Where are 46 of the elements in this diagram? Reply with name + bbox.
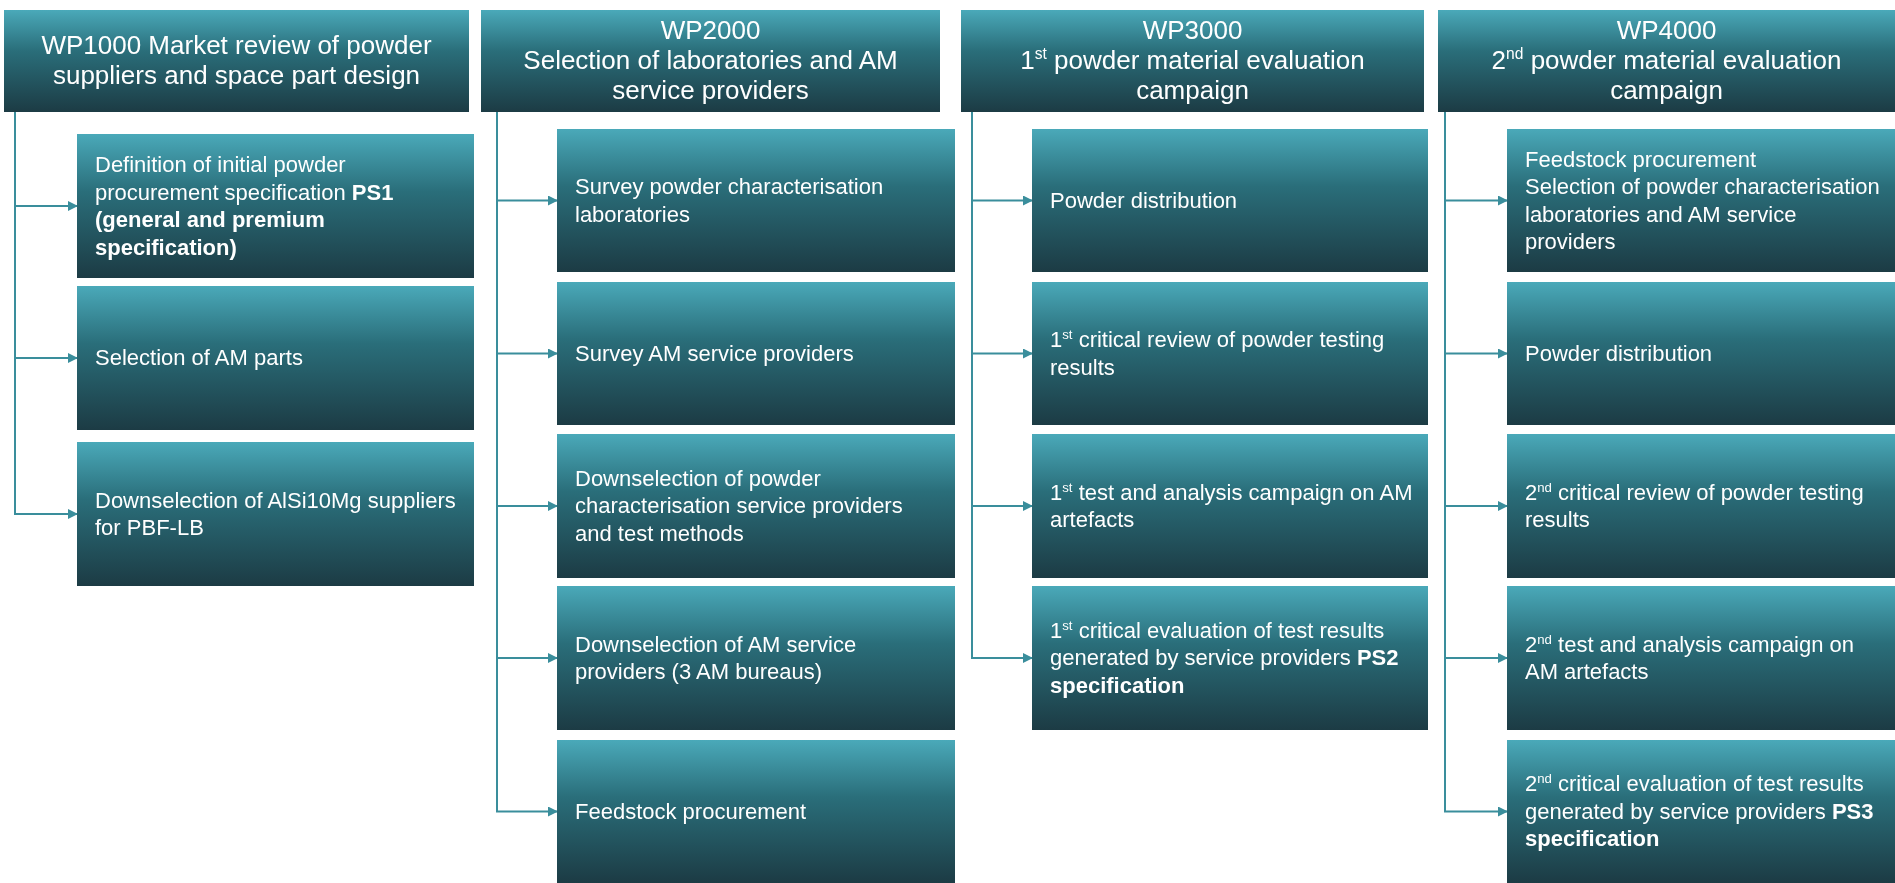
box-text: Downselection of AlSi10Mg suppliers for PBF-LB bbox=[95, 486, 457, 542]
task-box bbox=[557, 129, 955, 272]
box-text: 1$^{st}$ critical evaluation of test results generated by service providers PS2 specification bbox=[1050, 616, 1400, 700]
task-box bbox=[557, 586, 955, 730]
task-box bbox=[557, 434, 955, 578]
box-text: WP2000 bbox=[660, 16, 761, 47]
task-box bbox=[77, 442, 474, 586]
box-text: Selection of powder characterisation laboratories and AM service providers bbox=[1525, 173, 1881, 256]
header-box bbox=[1438, 10, 1895, 112]
box-text: 1$^{st}$ test and analysis campaign on AM artefacts bbox=[1050, 478, 1414, 534]
box-text: Selection of laboratories and AM service providers bbox=[522, 46, 899, 106]
task-box bbox=[1032, 282, 1428, 425]
task-box bbox=[1507, 282, 1895, 425]
task-box bbox=[77, 286, 474, 430]
box-text: Downselection of AM service providers (3 AM bureaus) bbox=[575, 630, 858, 686]
box-text: 2$^{nd}$ test and analysis campaign on AM artefacts bbox=[1525, 630, 1855, 686]
box-text: 2$^{nd}$ powder material evaluation campaign bbox=[1490, 46, 1843, 106]
header-box bbox=[4, 10, 469, 112]
box-text: Downselection of powder characterisation service providers and test methods bbox=[575, 464, 904, 548]
box-text: Survey powder characterisation laboratories bbox=[575, 173, 885, 228]
task-box bbox=[77, 134, 474, 278]
box-text: WP1000 Market review of powder suppliers and space part design bbox=[40, 31, 433, 91]
task-box bbox=[1507, 434, 1895, 578]
task-box bbox=[557, 740, 955, 883]
task-box bbox=[1032, 434, 1428, 578]
box-text: Powder distribution bbox=[1525, 339, 1714, 368]
task-box bbox=[1032, 129, 1428, 272]
box-text: WP3000 bbox=[1142, 16, 1243, 47]
box-text: WP4000 bbox=[1616, 16, 1717, 47]
box-text: 2$^{nd}$ critical evaluation of test results generated by service providers PS3 specification bbox=[1525, 770, 1875, 853]
header-box bbox=[961, 10, 1424, 112]
box-text: Feedstock procurement bbox=[1525, 145, 1758, 173]
task-box bbox=[1507, 586, 1895, 730]
box-text: Powder distribution bbox=[1050, 186, 1239, 215]
task-box bbox=[557, 282, 955, 425]
box-text: Selection of AM parts bbox=[95, 344, 304, 372]
box-text: 1$^{st}$ powder material evaluation campaign bbox=[1019, 46, 1366, 106]
box-text: 1$^{st}$ critical review of powder testing results bbox=[1050, 326, 1386, 381]
box-text: 2$^{nd}$ critical review of powder testing results bbox=[1525, 478, 1865, 534]
box-text: Feedstock procurement bbox=[575, 797, 808, 826]
task-box bbox=[1507, 129, 1895, 272]
box-text: Survey AM service providers bbox=[575, 339, 855, 368]
task-box bbox=[1032, 586, 1428, 730]
box-text: Definition of initial powder procurement specification PS1 (general and premium specification) bbox=[95, 151, 395, 261]
task-box bbox=[1507, 740, 1895, 883]
header-box bbox=[481, 10, 940, 112]
